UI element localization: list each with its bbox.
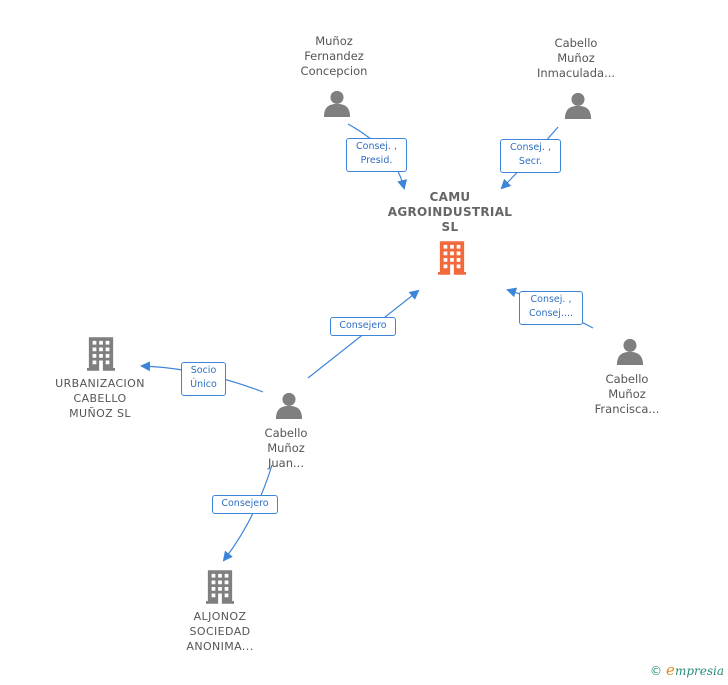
edge-label-juan-to-camu[interactable]: Consejero (330, 317, 396, 336)
node-aljonoz-sociedad-anonima[interactable]: ALJONOZ SOCIEDAD ANONIMA... (170, 609, 270, 654)
node-munoz-fernandez-concepcion[interactable]: Muñoz Fernandez Concepcion (284, 34, 384, 79)
node-label-line: Juan... (268, 456, 304, 470)
node-label-line: SL (441, 220, 459, 234)
edge-label-line: Secr. (518, 156, 543, 167)
edge-label-juan-to-aljonoz[interactable]: Consejero (212, 495, 278, 514)
node-label-line: Muñoz (557, 51, 595, 65)
node-cabello-munoz-inmaculada[interactable]: Cabello Muñoz Inmaculada... (526, 36, 626, 81)
edge-label-line: Consej. , (510, 142, 551, 153)
node-label-line: SOCIEDAD (189, 625, 251, 638)
copyright-symbol: © (650, 664, 663, 678)
node-label-line: Muñoz (315, 34, 353, 48)
node-label-line: Cabello (264, 426, 308, 440)
edge-label-line: Presid. (360, 155, 393, 166)
brand-initial: e (666, 661, 675, 679)
edge-label-line: Consejero (339, 320, 387, 331)
edge-label-line: Consej. , (356, 141, 397, 152)
node-label-line: CAMU (429, 190, 471, 204)
node-urbanizacion-cabello-munoz[interactable]: URBANIZACION CABELLO MUÑOZ SL (44, 376, 156, 421)
node-label-line: URBANIZACION (55, 377, 145, 390)
node-label-line: ALJONOZ (193, 610, 247, 623)
node-label-line: CABELLO (73, 392, 127, 405)
node-camu-agroindustrial[interactable]: CAMU AGROINDUSTRIAL SL (380, 190, 520, 235)
edge-label-inmaculada-to-camu[interactable]: Consej. , Secr. (500, 139, 561, 173)
person-icon[interactable] (616, 338, 644, 365)
node-label-line: Francisca... (594, 402, 660, 416)
node-label-line: ANONIMA... (186, 640, 254, 653)
node-cabello-munoz-juan[interactable]: Cabello Muñoz Juan... (236, 426, 336, 471)
edge-label-line: Consej. , (530, 294, 572, 305)
edge-cabello-juan-to-aljonoz (222, 464, 273, 562)
building-icon[interactable] (438, 241, 466, 275)
node-label-line: Muñoz (608, 387, 646, 401)
building-icon[interactable] (87, 337, 115, 371)
edge-label-munoz-to-camu[interactable]: Consej. , Presid. (346, 138, 407, 172)
person-icon[interactable] (275, 392, 303, 419)
edge-label-line: Consej.... (529, 308, 573, 319)
node-label-line: Fernandez (304, 49, 364, 63)
node-label-line: AGROINDUSTRIAL (387, 205, 513, 219)
node-label-line: Inmaculada... (536, 66, 616, 80)
edge-label-line: Consejero (221, 498, 269, 509)
person-icon[interactable] (564, 92, 592, 119)
edge-label-francisca-to-camu[interactable]: Consej. , Consej.... (519, 291, 583, 325)
node-label-line: MUÑOZ SL (69, 407, 131, 420)
empresia-watermark: ©empresia (650, 661, 724, 679)
edge-label-line: Único (190, 379, 217, 390)
node-label-line: Muñoz (267, 441, 305, 455)
edge-label-line: Socio (190, 365, 217, 376)
node-label-line: Cabello (605, 372, 649, 386)
edge-label-juan-to-urbanizacion[interactable]: Socio Único (181, 362, 226, 396)
node-label-line: Concepcion (300, 64, 368, 78)
brand-name: mpresia (674, 664, 724, 678)
building-icon[interactable] (206, 570, 234, 604)
node-label-line: Cabello (554, 36, 598, 50)
person-icon[interactable] (323, 90, 351, 117)
node-cabello-munoz-francisca[interactable]: Cabello Muñoz Francisca... (577, 372, 677, 417)
